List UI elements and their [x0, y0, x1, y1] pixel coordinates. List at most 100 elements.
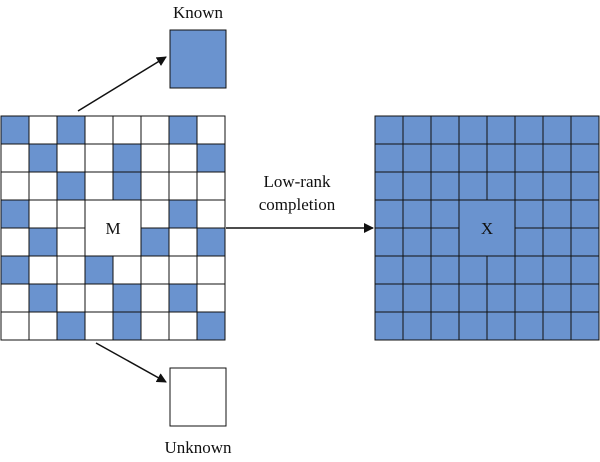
matrix-x-cell [430, 143, 460, 173]
matrix-m-cell [0, 255, 30, 285]
matrix-m-cell [168, 143, 198, 173]
matrix-x-cell [514, 115, 544, 145]
matrix-x-cell [430, 255, 460, 285]
matrix-x-cell [514, 143, 544, 173]
matrix-m-cell [56, 255, 86, 285]
matrix-x-cell [402, 255, 432, 285]
matrix-m-cell [168, 227, 198, 257]
matrix-x-cell [402, 115, 432, 145]
completion-label-line2: completion [259, 195, 336, 214]
known-legend-box [169, 29, 227, 89]
known-arrow [77, 56, 167, 112]
matrix-m-cell [84, 171, 114, 201]
matrix-x-cell [374, 283, 404, 313]
matrix-m-cell [196, 283, 226, 313]
matrix-x-cell [402, 143, 432, 173]
matrix-m-cell [0, 227, 30, 257]
matrix-x-cell [514, 255, 544, 285]
matrix-x-cell [430, 227, 460, 257]
matrix-m-cell [196, 171, 226, 201]
matrix-m-cell [0, 199, 30, 229]
matrix-m-cell [112, 115, 142, 145]
matrix-m-cell [168, 311, 198, 341]
matrix-m-cell [196, 143, 226, 173]
matrix-m-cell [112, 171, 142, 201]
matrix-x-cell [430, 171, 460, 201]
matrix-m-cell [28, 143, 58, 173]
matrix-x-cell [374, 227, 404, 257]
matrix-x-cell [570, 227, 600, 257]
matrix-m-cell [140, 311, 170, 341]
matrix-m-cell [196, 199, 226, 229]
matrix-x-cell [542, 199, 572, 229]
matrix-x-cell [458, 311, 488, 341]
matrix-m-cell [168, 199, 198, 229]
matrix-x-cell [570, 115, 600, 145]
matrix-x-cell [542, 115, 572, 145]
matrix-x-cell [514, 199, 544, 229]
matrix-x-cell [486, 311, 516, 341]
matrix-m-cell [168, 171, 198, 201]
matrix-m-cell [140, 115, 170, 145]
matrix-m-cell [196, 311, 226, 341]
matrix-m-cell [196, 115, 226, 145]
matrix-x-cell [374, 199, 404, 229]
matrix-x-cell [374, 171, 404, 201]
matrix-x-cell [458, 171, 488, 201]
matrix-m-cell [56, 283, 86, 313]
matrix-m-cell [28, 227, 58, 257]
matrix-x-cell [542, 171, 572, 201]
matrix-x-cell [514, 283, 544, 313]
matrix-x-cell [486, 171, 516, 201]
matrix-m-cell [112, 311, 142, 341]
matrix-x-cell [514, 311, 544, 341]
matrix-x-cell [542, 283, 572, 313]
matrix-m-cell [28, 311, 58, 341]
matrix-x-label-box [459, 200, 515, 256]
matrix-m-cell [140, 143, 170, 173]
matrix-m-cell [56, 115, 86, 145]
matrix-x-cell [374, 115, 404, 145]
matrix-x-cell [402, 227, 432, 257]
matrix-m-cell [28, 115, 58, 145]
matrix-x-cell [542, 227, 572, 257]
matrix-m-cell [196, 255, 226, 285]
matrix-m-cell [56, 311, 86, 341]
matrix-m-cell [112, 143, 142, 173]
matrix-x-cell [402, 283, 432, 313]
matrix-x-cell [402, 311, 432, 341]
matrix-x-cell [374, 143, 404, 173]
matrix-m-cell [112, 283, 142, 313]
matrix-x-cell [402, 199, 432, 229]
matrix-m-cell [0, 283, 30, 313]
matrix-m-cell [28, 255, 58, 285]
matrix-m-cell [56, 199, 86, 229]
matrix-x-cell [458, 255, 488, 285]
matrix-x-cell [486, 255, 516, 285]
matrix-x-cell [374, 311, 404, 341]
matrix-m-cell [84, 143, 114, 173]
matrix-x-cell [542, 255, 572, 285]
unknown-label: Unknown [164, 438, 232, 457]
matrix-m-cell [168, 283, 198, 313]
matrix-x-cell [570, 199, 600, 229]
known-label: Known [173, 3, 224, 22]
matrix-x-cell [570, 311, 600, 341]
matrix-x-label: X [481, 219, 493, 238]
matrix-m-cell [84, 115, 114, 145]
unknown-legend-box [169, 367, 227, 427]
matrix-m-cell [84, 255, 114, 285]
matrix-m-cell [56, 227, 86, 257]
unknown-arrow [95, 342, 167, 383]
matrix-x-cell [430, 199, 460, 229]
matrix-x-cell [430, 283, 460, 313]
matrix-m-cell [140, 171, 170, 201]
matrix-x-cell [430, 115, 460, 145]
matrix-x-cell [570, 255, 600, 285]
matrix-x-cell [458, 115, 488, 145]
matrix-m-cell [0, 143, 30, 173]
matrix-x-cell [458, 143, 488, 173]
matrix-m-cell [84, 283, 114, 313]
matrix-m-cell [140, 283, 170, 313]
